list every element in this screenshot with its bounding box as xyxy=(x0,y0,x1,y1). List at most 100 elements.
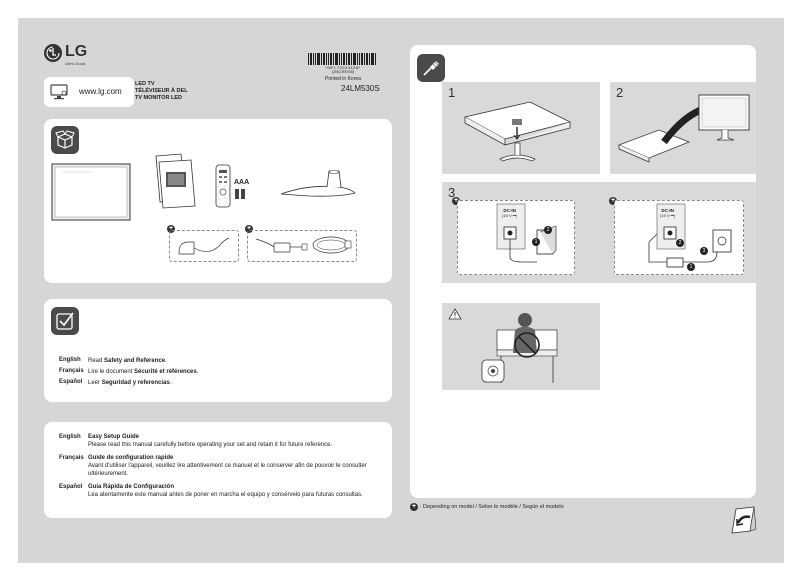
reference-lang-fr: Français xyxy=(59,368,84,374)
lg-logo: LG Life's Good xyxy=(44,42,104,68)
reference-text-en: Read Safety and Reference. xyxy=(88,358,167,366)
dc-in-spec-a: (19 V ⎓) xyxy=(502,213,518,218)
reference-pre-fr: Lire le document xyxy=(88,369,135,375)
barcode-code: *MFL70024106* xyxy=(325,65,361,70)
lg-logo-text: LG xyxy=(65,43,88,60)
reference-text-fr: Lire le document Sécurité et références. xyxy=(88,369,198,377)
step-2-number: 2 xyxy=(616,85,624,100)
remote-illustration xyxy=(215,164,231,208)
connect-a-step-2-num: 2 xyxy=(546,227,550,233)
battery-icon xyxy=(235,189,245,199)
website-box: www.lg.com xyxy=(44,77,134,107)
optional-plus-icon-2: + xyxy=(245,225,253,233)
checklist-icon xyxy=(56,312,74,330)
reference-panel: English Read Safety and Reference. Franç… xyxy=(44,299,392,402)
barcode-block: *MFL70024106* (2002-REV00) Printed in Ko… xyxy=(308,53,378,93)
check-icon-wrap xyxy=(51,307,79,335)
guide-body-fr: Avant d'utiliser l'appareil, veuillez li… xyxy=(88,463,367,477)
manuals-illustration xyxy=(155,153,196,209)
guide-lang-en: English xyxy=(59,434,81,440)
power-adapter-illustration xyxy=(255,238,308,253)
connect-b-step-2: 2 xyxy=(676,239,684,247)
box-icon-wrap xyxy=(51,126,79,154)
page-turn-icon xyxy=(731,506,757,534)
guide-title-fr: Guide de configuration rapide xyxy=(88,455,174,461)
product-type: LED TV TÉLÉVISEUR À DEL TV MONITOR LED xyxy=(135,81,188,102)
warning-box xyxy=(442,303,600,390)
footnote-plus-icon: + xyxy=(410,503,418,511)
reference-text-es: Leer Seguridad y referencias. xyxy=(88,380,171,388)
footnote-text: : Depending on model / Selon le modèle /… xyxy=(420,504,564,510)
battery-label: AAA xyxy=(234,179,250,186)
connect-a-step-1-num: 1 xyxy=(534,239,538,245)
connect-a-step-1: 1 xyxy=(532,238,540,246)
step-3-number: 3 xyxy=(448,185,456,200)
product-type-fr: TÉLÉVISEUR À DEL xyxy=(135,88,188,95)
reference-post-fr: . xyxy=(196,369,199,375)
cable-holder-illustration xyxy=(178,237,230,255)
screwdriver-icon xyxy=(423,61,439,76)
footnote: + : Depending on model / Selon le modèle… xyxy=(410,503,564,511)
step-3-box: 3 + DC-IN (19 V ⎓) 1 2 + xyxy=(442,182,756,283)
step-2-illustration xyxy=(617,94,750,163)
printed-in: Printed in Korea xyxy=(325,76,361,82)
guide-body-es: Lea atentamente este manual antes de pon… xyxy=(88,492,363,498)
dc-in-spec-b: (19 V ⎓) xyxy=(660,213,676,218)
reference-bold-en: Safety and Reference xyxy=(104,358,166,364)
reference-pre-es: Leer xyxy=(88,380,102,386)
step-2-box: 2 xyxy=(610,82,756,174)
screwdriver-icon-wrap xyxy=(417,54,445,82)
step-1-number: 1 xyxy=(448,85,456,100)
child-climbing-warning-illustration xyxy=(481,313,558,383)
connection-b-illustration xyxy=(648,203,732,268)
reference-post-en: . xyxy=(165,358,167,364)
dc-in-label-b: DC-IN (19 V ⎓) xyxy=(660,208,675,218)
optional-cable-box xyxy=(169,230,239,262)
connect-b-step-1: 1 xyxy=(687,263,695,271)
warning-triangle-icon xyxy=(448,308,462,320)
step-3-plus-icon-b: + xyxy=(609,197,617,205)
product-type-en: LED TV xyxy=(135,81,155,87)
monitor-support-icon xyxy=(50,84,68,100)
guide-lang-fr: Français xyxy=(59,455,84,461)
connect-b-step-2-num: 2 xyxy=(678,240,682,246)
connect-b-step-3-num: 3 xyxy=(702,248,706,254)
connect-b-step-3: 3 xyxy=(700,247,708,255)
website-link[interactable]: www.lg.com xyxy=(79,87,122,96)
reference-bold-es: Seguridad y referencias xyxy=(101,380,170,386)
dc-in-text-a: DC-IN xyxy=(503,208,516,213)
step-1-illustration xyxy=(463,101,572,162)
stand-illustration xyxy=(280,170,356,197)
barcode-icon xyxy=(308,53,376,65)
reference-pre-en: Read xyxy=(88,358,105,364)
dc-in-label-a: DC-IN (19 V ⎓) xyxy=(502,208,517,218)
guide-title-en: Easy Setup Guide xyxy=(88,434,140,440)
lg-tagline: Life's Good xyxy=(65,61,86,66)
optional-adapter-box xyxy=(247,230,357,262)
reference-lang-es: Español xyxy=(59,379,83,385)
reference-post-es: . xyxy=(169,380,172,386)
step-3-plus-icon-a: + xyxy=(452,197,460,205)
reference-lang-en: English xyxy=(59,357,81,363)
step-1-box: 1 xyxy=(442,82,600,174)
assembly-panel: 1 2 xyxy=(410,45,756,498)
accessories-panel: AAA + + xyxy=(44,119,392,283)
lg-logo-icon xyxy=(44,44,62,62)
model-number: 24LM530S xyxy=(341,84,380,93)
dc-in-text-b: DC-IN xyxy=(661,208,674,213)
power-cord-illustration xyxy=(312,236,352,254)
connection-a-illustration xyxy=(496,203,557,263)
product-type-es: TV MONITOR LED xyxy=(135,95,182,102)
guide-title-es: Guía Rápida de Configuración xyxy=(88,484,175,490)
guide-body-en: Please read this manual carefully before… xyxy=(88,442,333,448)
document-sheet: LG Life's Good *MFL70024106* (2002-REV00… xyxy=(18,18,784,563)
connect-b-step-1-num: 1 xyxy=(689,264,693,270)
guide-panel: English Easy Setup Guide Please read thi… xyxy=(44,422,392,518)
monitor-front-illustration xyxy=(51,163,131,221)
barcode-rev: (2002-REV00) xyxy=(331,70,355,74)
guide-lang-es: Español xyxy=(59,484,83,490)
reference-bold-fr: Sécurité et références xyxy=(134,369,197,375)
optional-plus-icon: + xyxy=(167,225,175,233)
connect-a-step-2: 2 xyxy=(544,226,552,234)
box-icon xyxy=(55,130,75,149)
